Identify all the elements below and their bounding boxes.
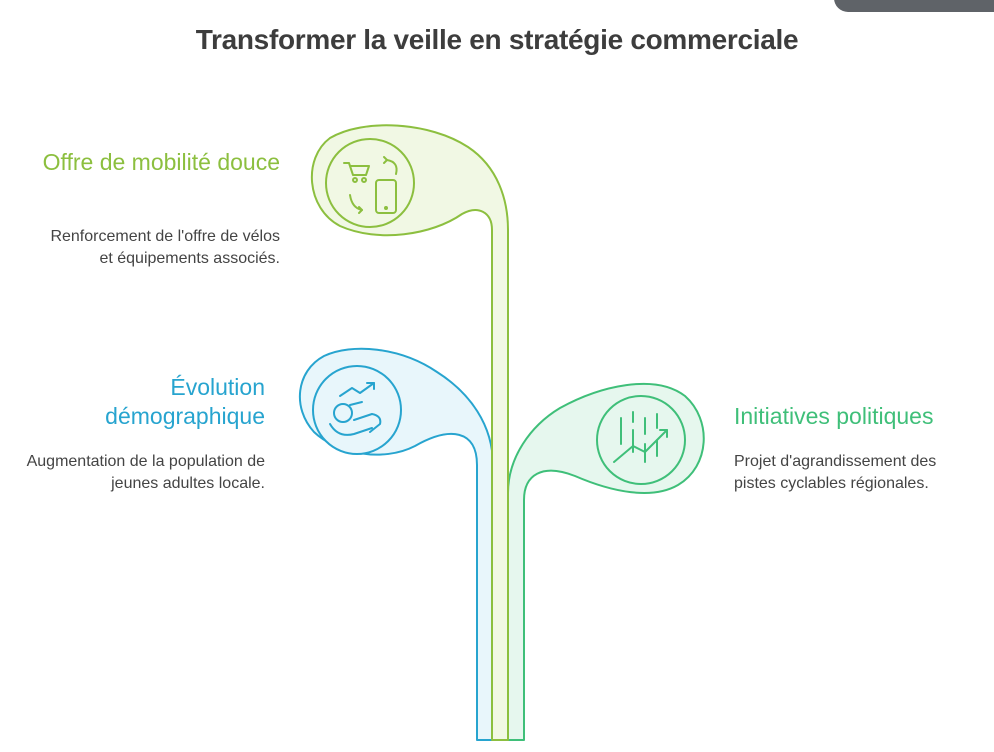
heading-mobilite: Offre de mobilité douce bbox=[42, 149, 280, 175]
description-politiques: Projet d'agrandissement des pistes cycla… bbox=[734, 453, 937, 492]
leaf-demographie bbox=[298, 347, 494, 741]
description-demographie: Augmentation de la population de jeunes … bbox=[26, 453, 265, 492]
growth-chart-icon bbox=[613, 411, 668, 463]
leaf-politiques bbox=[507, 383, 705, 741]
shopping-cart-icon bbox=[343, 162, 370, 183]
smartphone-icon bbox=[375, 179, 397, 214]
page-title: Transformer la veille en stratégie comme… bbox=[195, 24, 799, 55]
heading-demographie: Évolution démographique bbox=[105, 374, 265, 429]
corner-badge bbox=[834, 0, 994, 12]
description-mobilite: Renforcement de l'offre de vélos et équi… bbox=[50, 228, 280, 267]
heading-politiques: Initiatives politiques bbox=[734, 403, 934, 429]
trend-up-arrow-icon bbox=[339, 382, 375, 397]
young-person-icon bbox=[329, 401, 382, 436]
refresh-arrows-icon bbox=[349, 156, 398, 214]
